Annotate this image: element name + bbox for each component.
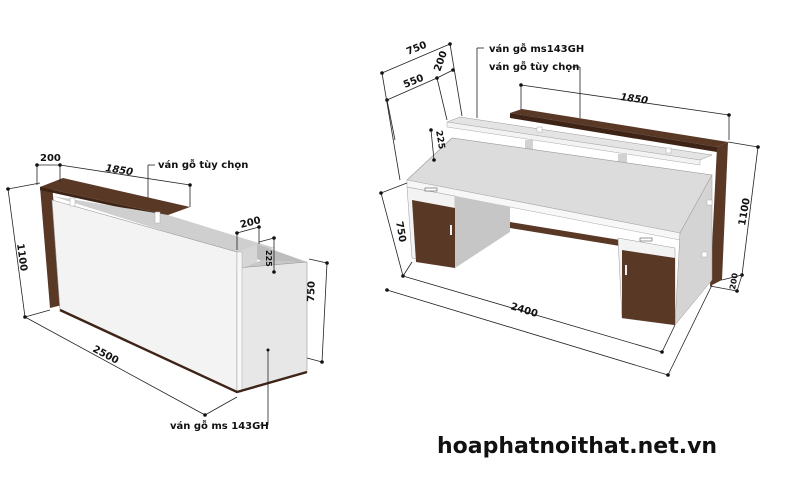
dim-right-shelf-height: 225 [433,130,446,150]
watermark-website: hoaphatnoithat.net.vn [437,434,718,459]
dim-right-length: 2400 [509,301,539,320]
dim-left-side-depth: 200 [239,215,262,231]
right-desk: 750 550 200 225 ván gỗ ms143GH ván gỗ tù… [379,40,760,377]
label-left-body-material: ván gỗ ms 143GH [170,419,269,432]
right-wood-side-panel [710,142,728,286]
dim-left-counter-height: 750 [306,281,318,302]
right-left-cabinet-door [412,200,455,268]
dim-left-top-depth: 200 [40,153,61,164]
dim-left-height: 1100 [14,243,29,272]
right-top-shelf [510,109,728,147]
dim-right-top-length: 1850 [620,92,649,107]
dim-right-desk-height: 750 [393,221,407,244]
label-right-top-material: ván gỗ tùy chọn [489,60,579,73]
dim-right-height-total: 1100 [737,197,753,226]
left-desk: 200 1850 ván gỗ tùy chọn 1100 2500 200 2… [6,153,329,432]
dim-left-length: 2500 [91,344,121,367]
dim-left-step: 225 [264,250,273,267]
right-right-cabinet-door [622,250,675,325]
dim-right-shelf-depth: 200 [432,50,449,73]
label-right-body-material: ván gỗ ms143GH [489,42,584,55]
dim-left-top-length: 1850 [105,163,134,178]
left-side-return [236,261,308,393]
left-top-shelf [40,178,190,215]
label-left-top-material: ván gỗ tùy chọn [158,158,248,171]
left-wood-side-panel [40,183,62,308]
dim-right-panel-thickness: 200 [728,272,740,290]
